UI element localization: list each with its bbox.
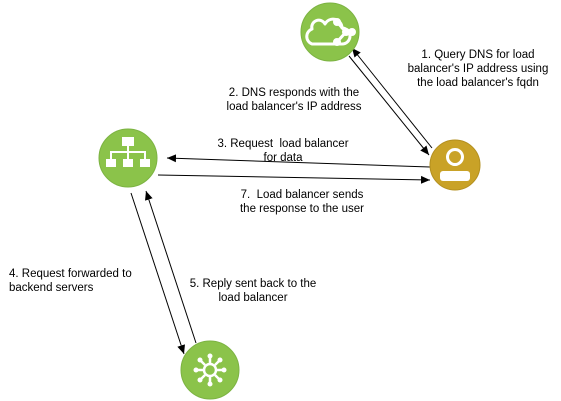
step2-label: 2. DNS responds with the load balancer's… [226, 87, 362, 113]
step4-label: 4. Request forwarded to backend servers [9, 268, 132, 294]
arrow-step5-reply-lb [145, 190, 197, 344]
arrow-step3-request-lb [166, 154, 431, 168]
cloud-network-icon [305, 17, 356, 46]
load-balancer-node [98, 128, 158, 188]
backend-node [180, 340, 240, 400]
dns-node [300, 2, 360, 62]
arrows [130, 47, 433, 355]
arrow-step7-response-user [157, 174, 431, 184]
arrow-step2-dns-response [348, 55, 430, 156]
user-node [429, 139, 481, 191]
arrow-step4-forward-backend [130, 192, 185, 355]
step7-label: 7. Load balancer sends the response to t… [239, 189, 365, 215]
step5-label: 5. Reply sent back to the load balancer [189, 278, 317, 304]
arrow-step1-query-dns [351, 47, 433, 149]
step3-label: 3. Request load balancer for data [217, 138, 349, 164]
hierarchy-icon [106, 137, 150, 167]
user-icon [440, 148, 470, 181]
step1-label: 1. Query DNS for load balancer's IP addr… [407, 49, 549, 89]
